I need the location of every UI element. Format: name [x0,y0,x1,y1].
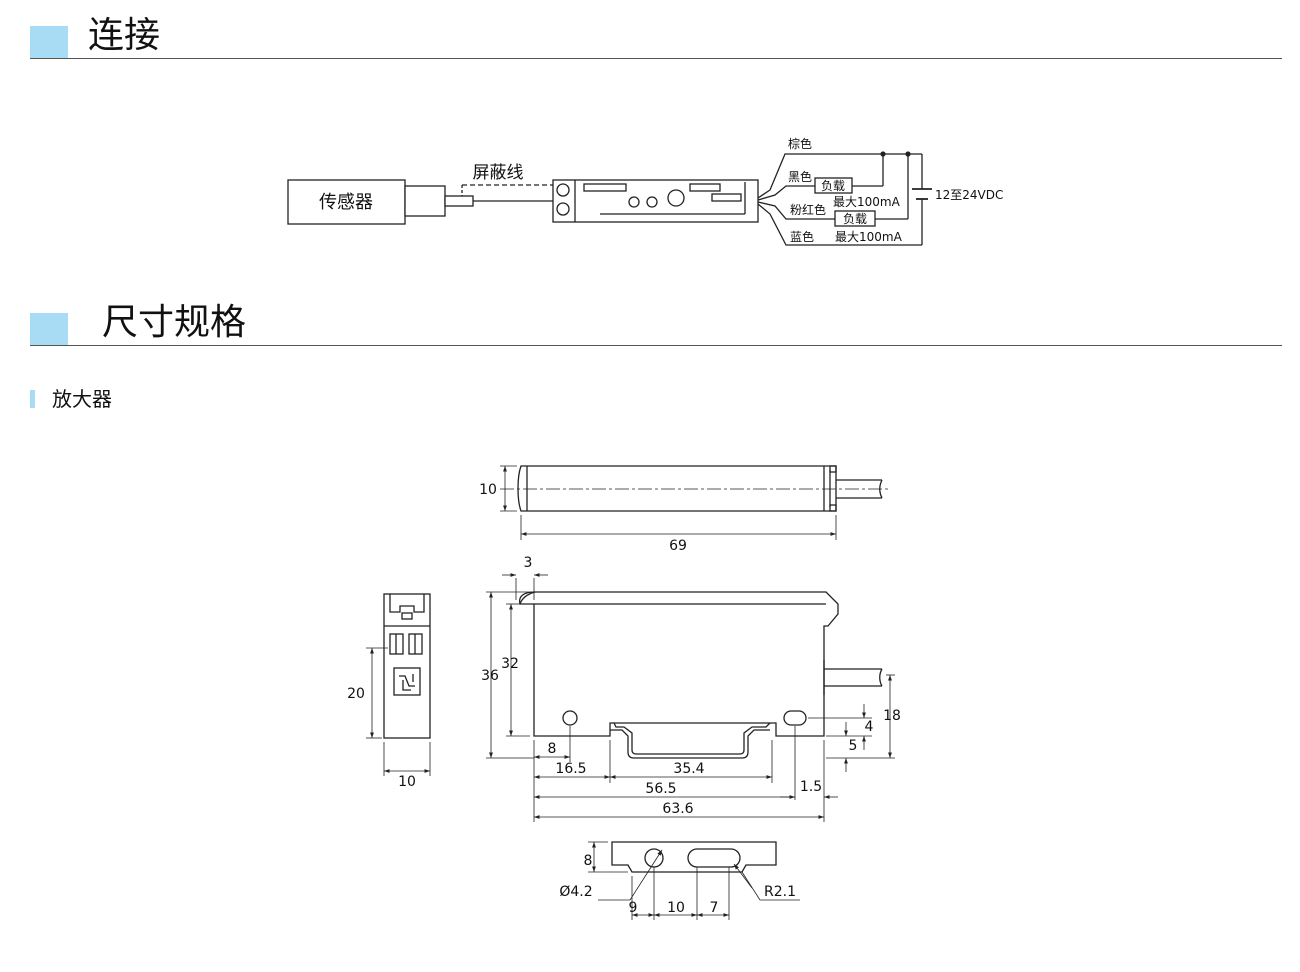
wire-pink-label: 粉红色 [790,202,826,217]
dim-rail-height: 5 [849,738,858,754]
dim-hole-pos: 8 [548,741,557,757]
dim-rail-start: 16.5 [555,761,586,777]
subsection-accent-bar [30,390,35,408]
sensor-label: 传感器 [319,192,373,213]
dim-height-inner: 32 [501,656,519,672]
wiring-labels: 传感器 屏蔽线 棕色 黑色 粉红色 蓝色 负载 负载 最大100mA 最大100… [319,136,1003,244]
max-current-label-2: 最大100mA [835,230,903,244]
shield-label: 屏蔽线 [473,163,524,183]
max-current-label-1: 最大100mA [833,195,901,209]
section-title-connection: 连接 [88,15,161,56]
dim-bottom-7: 7 [710,900,719,916]
wire-brown-label: 棕色 [788,136,812,151]
dim-rail-width: 35.4 [673,761,704,777]
wire-black-label: 黑色 [788,170,812,184]
dim-cable-height: 18 [883,708,901,724]
bottom-view [611,841,777,873]
sensor-box [287,179,406,225]
dim-cable-offset: 1.5 [800,779,822,795]
junction-dot [905,151,911,157]
dim-bottom-height: 8 [584,853,593,869]
section-title-dimensions: 尺寸规格 [102,302,247,343]
top-view-dimensions [500,465,837,540]
dim-height-total: 36 [481,668,499,684]
load-label-1: 负载 [821,179,845,193]
dim-bottom-10: 10 [667,900,685,916]
wire-blue-label: 蓝色 [790,230,814,244]
wiring-diagram [287,151,932,246]
load-label-2: 负载 [843,212,867,226]
sensor-plug [444,195,474,207]
side-view-dimensions [366,647,431,776]
dim-top-height: 10 [479,482,497,498]
subsection-title: 放大器 [52,387,112,411]
dim-len-56: 56.5 [645,781,676,797]
front-view [518,591,883,759]
wire-bundle [757,153,922,246]
section-accent-block [30,313,68,345]
dim-bottom-9: 9 [629,900,638,916]
dim-side-width: 10 [398,774,416,790]
amplifier-unit [552,179,759,223]
dim-side-height: 20 [347,686,365,702]
section-accent-block [30,26,68,58]
top-view [500,465,890,512]
dim-top-length: 69 [669,538,687,554]
sensor-connector [404,185,446,217]
section-header-dimensions: 尺寸规格 [30,302,1282,346]
dim-slot-radius: R2.1 [764,884,796,900]
junction-dot [880,151,886,157]
front-view-dimensions [486,573,895,822]
dim-hole-height: 4 [865,719,874,735]
section-header-connection: 连接 [30,15,1282,59]
dim-hole-dia: Ø4.2 [559,884,592,900]
dim-len-63: 63.6 [662,801,693,817]
supply-label: 12至24VDC [935,188,1003,202]
bottom-view-dimensions [588,841,800,920]
side-view [383,593,431,739]
dim-step: 3 [524,555,533,571]
